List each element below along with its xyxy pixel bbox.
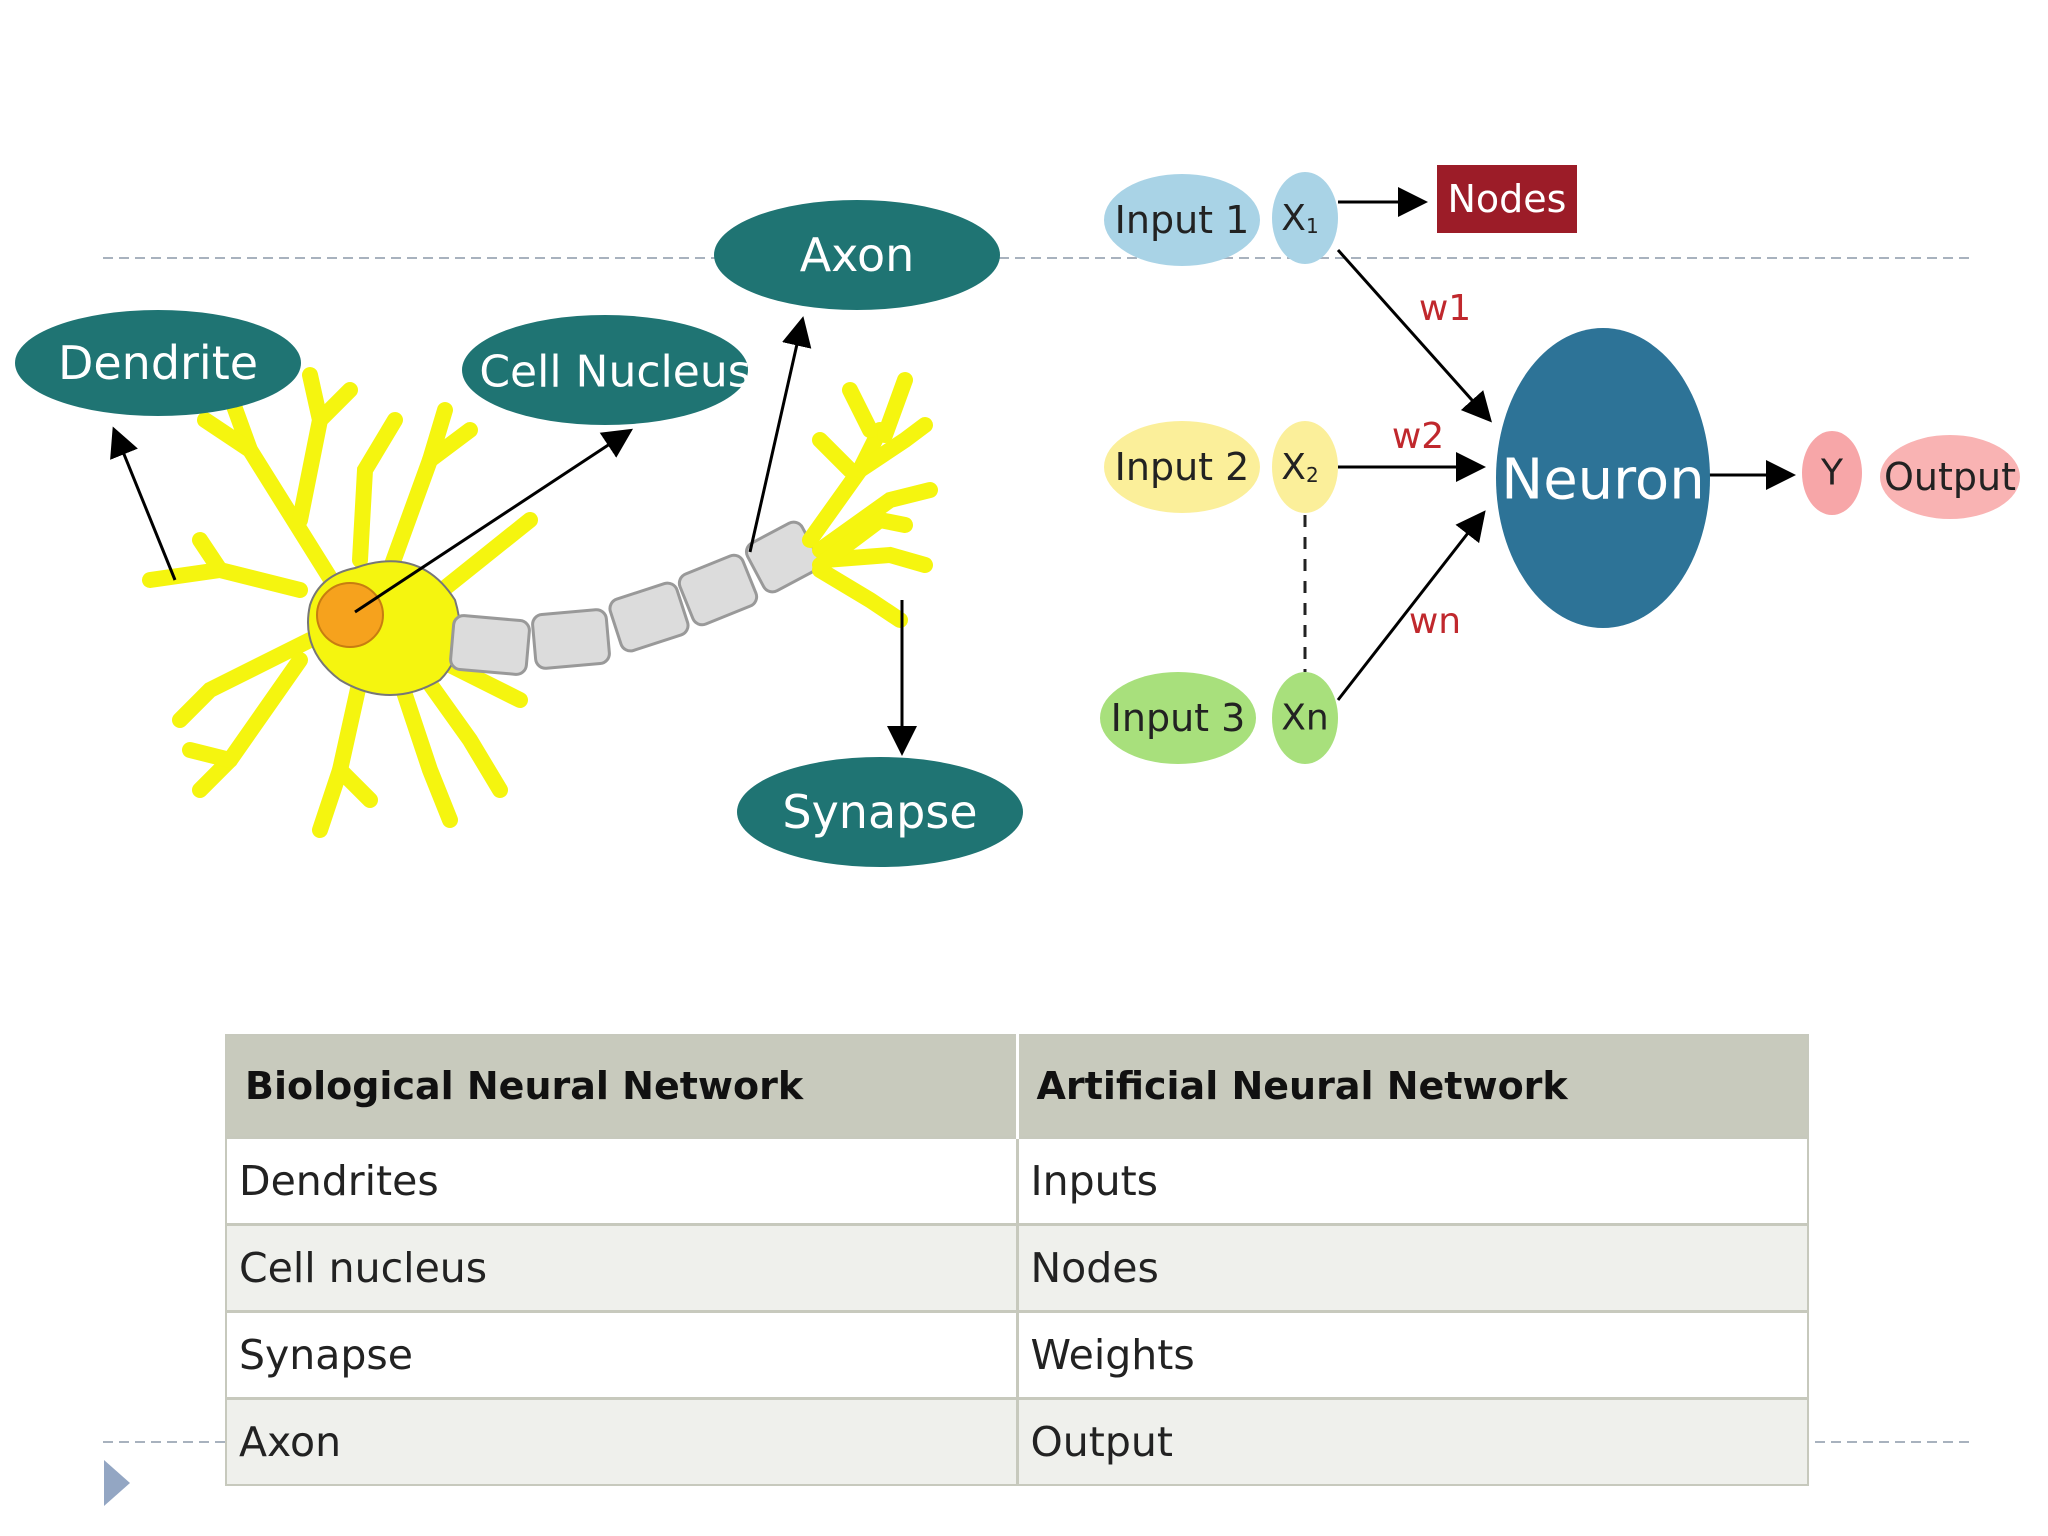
svg-text:Axon: Axon [800,228,915,282]
svg-text:Xn: Xn [1281,698,1328,739]
table-cell: Inputs [1015,1136,1808,1225]
input3-node: Input 3 [1100,672,1256,764]
table-cell: Nodes [1015,1223,1808,1312]
table-row: Axon Output [226,1397,1808,1485]
svg-text:Nodes: Nodes [1448,177,1567,221]
play-icon[interactable] [104,1460,130,1506]
header-biological: Biological Neural Network [226,1035,1017,1138]
comparison-table: Biological Neural Network Artificial Neu… [225,1034,1809,1486]
svg-text:Y: Y [1820,453,1844,494]
output-node: Output [1880,435,2020,519]
synapse-label: Synapse [737,757,1023,867]
input1-node: Input 1 [1104,174,1260,266]
x1-node: X1 [1272,172,1338,264]
svg-text:Output: Output [1884,455,2016,499]
xn-node: Xn [1272,672,1338,764]
svg-text:Input 2: Input 2 [1115,445,1250,489]
table-cell: Weights [1015,1310,1808,1399]
biological-neuron-illustration [142,367,938,838]
table-cell: Cell nucleus [226,1223,1017,1312]
table-cell: Axon [226,1397,1017,1485]
table-cell: Synapse [226,1310,1017,1399]
table-row: Synapse Weights [226,1310,1808,1399]
weight-w1-label: w1 [1419,288,1471,329]
neuron-node: Neuron [1496,328,1710,628]
dendrite-label: Dendrite [15,310,301,416]
cell-nucleus-label: Cell Nucleus [462,315,751,425]
table-cell: Output [1015,1397,1808,1485]
table-row: Dendrites Inputs [226,1136,1808,1225]
y-node: Y [1802,431,1862,515]
svg-text:X2: X2 [1281,447,1318,488]
svg-text:Dendrite: Dendrite [58,336,258,390]
svg-text:Cell Nucleus: Cell Nucleus [479,347,750,398]
table-cell: Dendrites [226,1136,1017,1225]
x2-node: X2 [1272,421,1338,513]
svg-text:X1: X1 [1281,198,1318,239]
svg-text:Synapse: Synapse [782,785,977,839]
table-header-row: Biological Neural Network Artificial Neu… [226,1035,1808,1138]
table-row: Cell nucleus Nodes [226,1223,1808,1312]
svg-text:Neuron: Neuron [1501,448,1704,513]
input2-node: Input 2 [1104,421,1260,513]
cell-nucleus-dot [316,582,384,648]
nodes-box: Nodes [1437,165,1577,233]
svg-text:Input 1: Input 1 [1115,198,1250,242]
axon-label: Axon [714,200,1000,310]
svg-text:Input 3: Input 3 [1111,696,1246,740]
weight-w2-label: w2 [1392,416,1444,457]
header-artificial: Artificial Neural Network [1015,1035,1808,1138]
weight-wn-label: wn [1409,601,1461,642]
